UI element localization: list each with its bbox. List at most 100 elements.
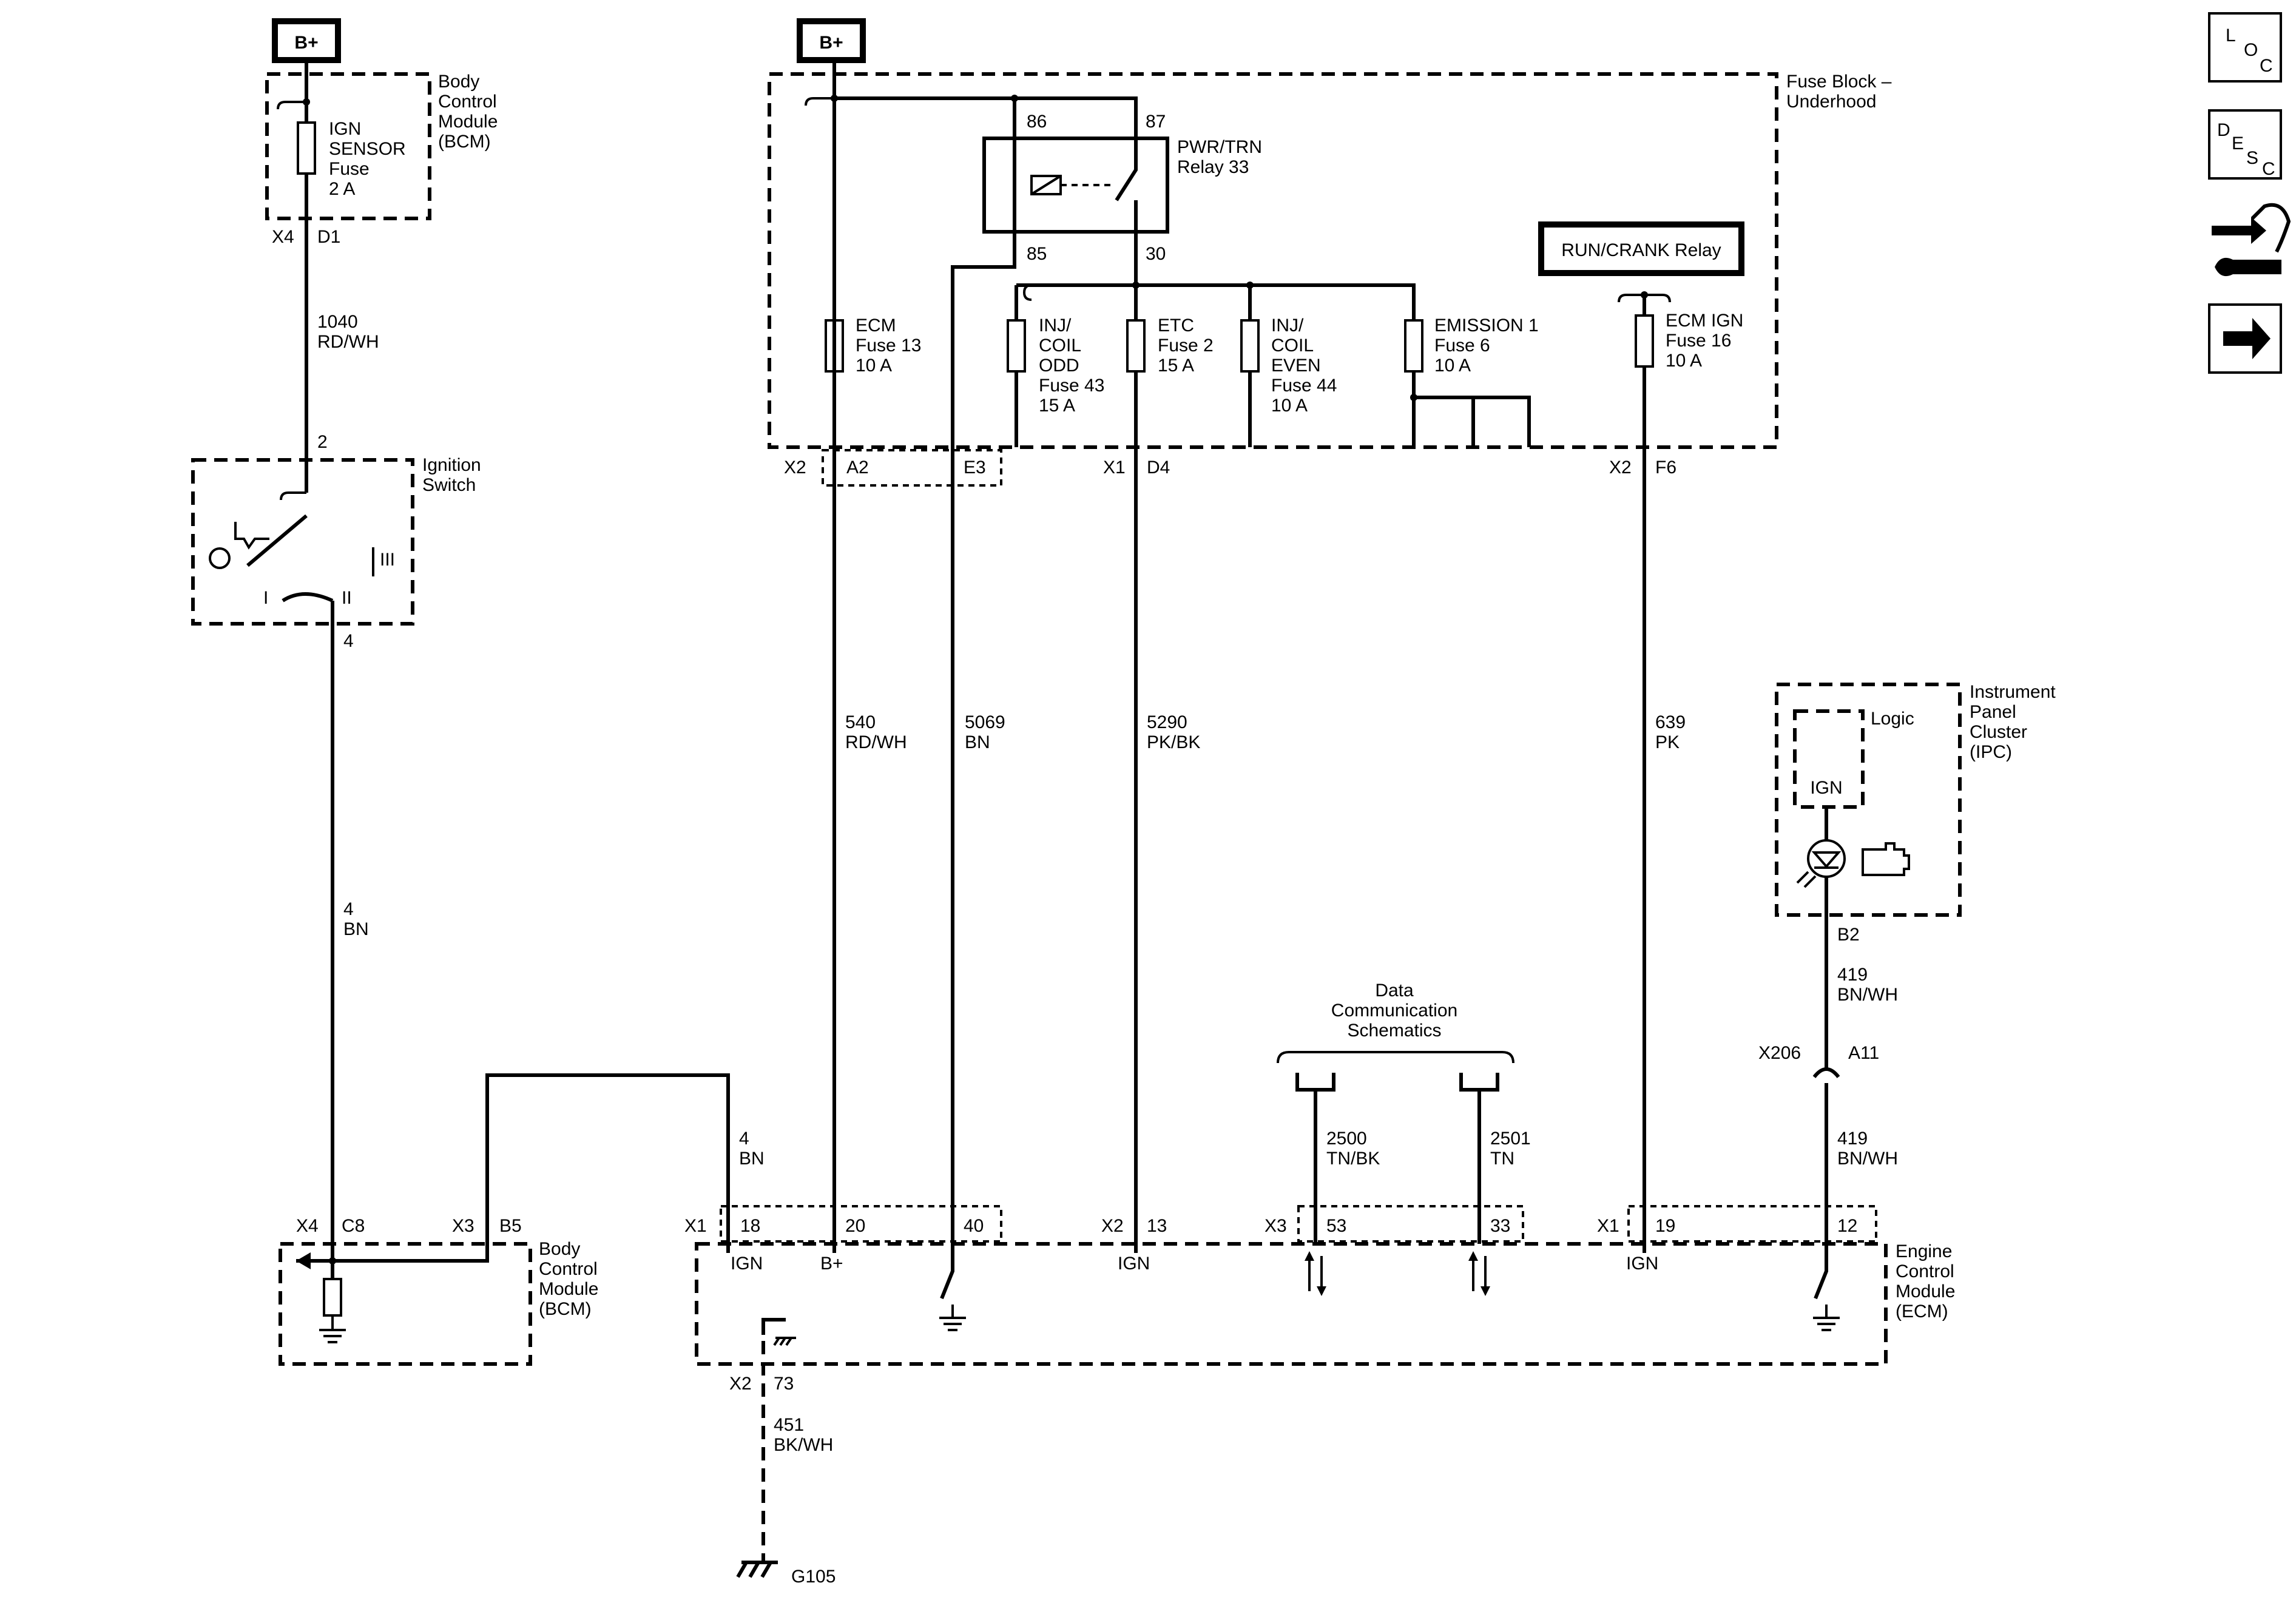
ipc-box — [1775, 683, 1962, 917]
svg-text:Schematics: Schematics — [1347, 1021, 1441, 1041]
emission-fuse-6-label: EMISSION 1 Fuse 6 10 A — [1434, 316, 1539, 376]
svg-text:Module: Module — [1896, 1281, 1955, 1301]
wire-419b-color: BN/WH — [1837, 1149, 1898, 1169]
svg-text:EVEN: EVEN — [1271, 356, 1321, 376]
fb-conn-x2b: X2 — [1609, 457, 1632, 478]
data-comm-label: Data Communication Schematics — [1331, 981, 1457, 1041]
fuse-block-top-bus — [834, 96, 1138, 140]
fb-bus-stub — [805, 97, 834, 106]
svg-text:Data: Data — [1375, 981, 1414, 1001]
next-button[interactable] — [2208, 303, 2282, 374]
fb-pin-f6: F6 — [1655, 457, 1676, 478]
splice-emission — [1410, 394, 1417, 401]
ign-sensor-fuse-label: IGN SENSOR Fuse 2 A — [329, 119, 406, 199]
fb-conn-x2a: X2 — [784, 457, 806, 478]
svg-text:Switch: Switch — [422, 475, 476, 495]
svg-text:Body: Body — [438, 72, 479, 92]
wire-451-color: BK/WH — [774, 1435, 833, 1455]
svg-text:Fuse 2: Fuse 2 — [1158, 336, 1214, 356]
fb-pin-a2: A2 — [846, 457, 869, 478]
splice-fb-2 — [1011, 95, 1018, 102]
svg-text:ECM IGN: ECM IGN — [1666, 311, 1743, 331]
wire-5290-number: 5290 — [1147, 712, 1187, 732]
wire-419b-number: 419 — [1837, 1129, 1868, 1149]
ecm-pin-19: 19 — [1655, 1216, 1675, 1236]
bcm-top-pin: D1 — [317, 227, 340, 247]
relay-pin-86: 86 — [1027, 112, 1047, 132]
bcm-bottom-pin-b: B5 — [499, 1216, 522, 1236]
wire-4-left-number: 4 — [343, 899, 354, 919]
svg-text:INJ/: INJ/ — [1271, 316, 1304, 336]
splice-bcm-bottom — [329, 1257, 336, 1264]
svg-text:ETC: ETC — [1158, 316, 1194, 336]
svg-text:Fuse 43: Fuse 43 — [1039, 376, 1104, 396]
bcm-bottom-box — [279, 1242, 532, 1366]
bcm-ground-icon — [319, 1315, 346, 1343]
svg-text:IGN: IGN — [329, 119, 361, 139]
svg-text:Communication: Communication — [1331, 1001, 1457, 1021]
ign-switch-stub — [280, 491, 306, 501]
inj-coil-odd-fuse-label: INJ/ COIL ODD Fuse 43 15 A — [1039, 316, 1104, 416]
ign-pos-ii: II — [342, 588, 352, 608]
wire-4-right-number: 4 — [739, 1129, 749, 1149]
desc-letter-e: E — [2232, 133, 2244, 154]
wire-2500-color: TN/BK — [1326, 1149, 1380, 1169]
ipc-ign-label: IGN — [1810, 778, 1842, 798]
mil-lamp-icon — [1807, 839, 1846, 878]
ecm-ign-fuse-16-label: ECM IGN Fuse 16 10 A — [1666, 311, 1743, 371]
ecm-pin-12: 12 — [1837, 1216, 1857, 1236]
wire-4-right-color: BN — [739, 1149, 765, 1169]
wire-451-number: 451 — [774, 1415, 804, 1435]
etc-fuse-2-icon — [1126, 319, 1146, 373]
svg-text:10 A: 10 A — [1434, 356, 1471, 376]
relay-pin-85: 85 — [1027, 244, 1047, 264]
ipc-logic-label: Logic — [1871, 709, 1914, 729]
svg-text:Control: Control — [1896, 1261, 1954, 1281]
bcm-resistor-icon — [323, 1278, 342, 1317]
pwr-trn-relay-name: PWR/TRN Relay 33 — [1177, 137, 1262, 177]
check-engine-icon — [1862, 842, 1910, 876]
ecm-ign-label-3: IGN — [1626, 1254, 1658, 1274]
ignition-pin-out: 4 — [343, 631, 354, 651]
desc-button[interactable]: D E S C — [2208, 109, 2282, 180]
desc-letter-c: C — [2262, 159, 2275, 179]
ecm-box — [695, 1242, 1888, 1366]
g105-label: G105 — [791, 1567, 836, 1587]
wire-2501-color: TN — [1490, 1149, 1514, 1169]
relay-contact — [1115, 140, 1138, 285]
etc-fuse-2-label: ETC Fuse 2 15 A — [1158, 316, 1214, 376]
ipc-name: Instrument Panel Cluster (IPC) — [1970, 682, 2056, 762]
bus-stub-bcm — [277, 101, 306, 110]
b-plus-left-label: B+ — [294, 33, 318, 53]
bcm-top-name: Body Control Module (BCM) — [438, 72, 498, 152]
svg-text:PWR/TRN: PWR/TRN — [1177, 137, 1262, 157]
relay-output-bus — [1016, 283, 1416, 322]
svg-text:Engine: Engine — [1896, 1241, 1952, 1261]
svg-text:(ECM): (ECM) — [1896, 1301, 1948, 1322]
desc-letter-d: D — [2217, 120, 2230, 140]
inj-coil-odd-fuse-icon — [1007, 319, 1026, 373]
data-arrows-33-icon — [1468, 1251, 1490, 1296]
fb-output-stub — [1022, 284, 1032, 301]
wrench-icon — [2215, 257, 2281, 277]
svg-text:Ignition: Ignition — [422, 455, 481, 475]
ecm-pin-18: 18 — [740, 1216, 760, 1236]
wire-419a-number: 419 — [1837, 965, 1868, 985]
ign-key-circle-icon — [209, 547, 231, 569]
inj-coil-even-fuse-icon — [1240, 319, 1260, 373]
x206-connector-icon — [1812, 1067, 1840, 1078]
b-plus-center-label: B+ — [819, 33, 843, 53]
loc-button[interactable]: L O C — [2208, 12, 2282, 83]
bcm-top-box — [265, 72, 431, 220]
pwr-trn-relay-box — [982, 137, 1169, 234]
ecm-pin12-ground-icon — [1813, 1305, 1840, 1331]
ecm-pin-53: 53 — [1326, 1216, 1346, 1236]
ecm-connector-x1b — [1627, 1205, 1877, 1243]
svg-text:Module: Module — [539, 1279, 598, 1299]
repair-tools-button[interactable] — [2212, 203, 2291, 277]
wire-5069-number: 5069 — [965, 712, 1005, 732]
ecm-conn-x2: X2 — [1101, 1216, 1124, 1236]
run-crank-relay-box — [1538, 221, 1744, 276]
svg-text:Control: Control — [438, 92, 497, 112]
ecm-ign-fuse-16-icon — [1635, 314, 1654, 368]
